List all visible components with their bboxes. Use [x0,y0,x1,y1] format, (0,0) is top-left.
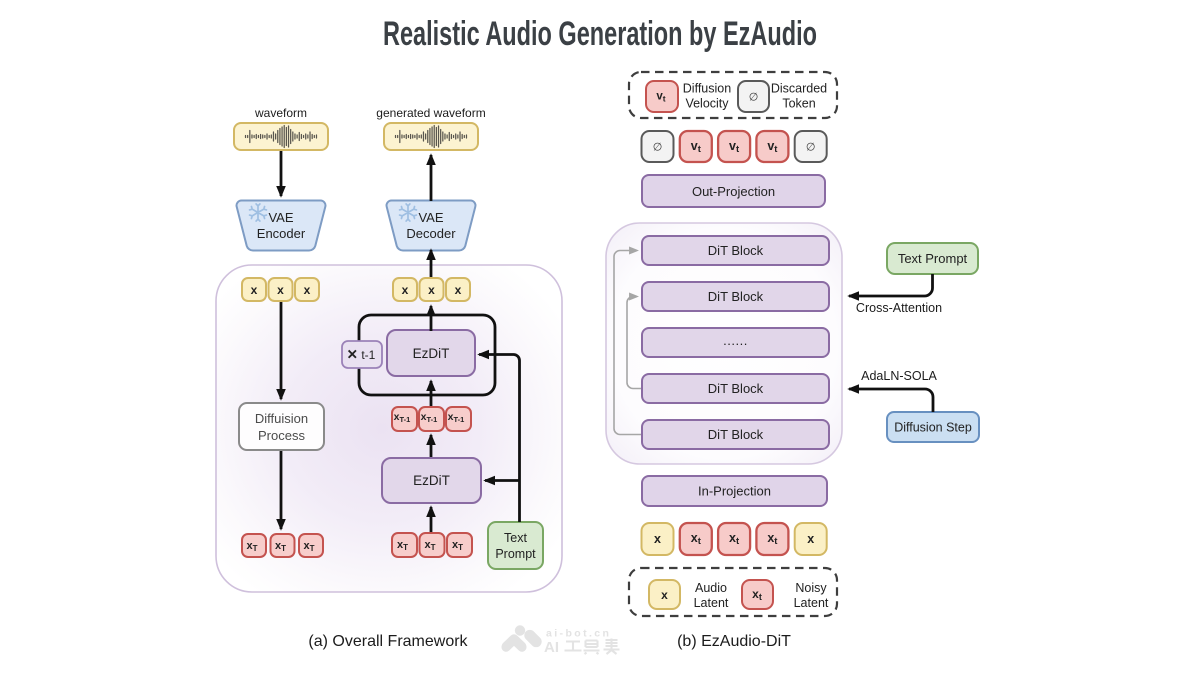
svg-text:vt: vt [691,139,702,155]
svg-text:x: x [277,283,284,297]
svg-text:Cross-Attention: Cross-Attention [856,301,942,315]
svg-text:AI: AI [544,639,559,656]
svg-text:∅: ∅ [653,142,663,154]
svg-text:VAE: VAE [268,210,293,225]
svg-text:Velocity: Velocity [685,97,729,111]
svg-text:Token: Token [782,97,815,111]
svg-text:Noisy: Noisy [795,581,827,595]
svg-text:In-Projection: In-Projection [698,484,771,499]
svg-text:x: x [251,283,258,297]
svg-text:xT: xT [424,539,435,552]
svg-text:vt: vt [729,139,740,155]
svg-text:waveform: waveform [254,106,307,120]
svg-text:xT: xT [397,539,408,552]
svg-text:x: x [304,283,311,297]
svg-text:xT: xT [452,539,463,552]
svg-text:Process: Process [258,428,305,443]
svg-text:x: x [654,532,661,546]
svg-text:DiT Block: DiT Block [708,427,764,442]
svg-text:(b) EzAudio-DiT: (b) EzAudio-DiT [677,633,791,650]
svg-text:DiT Block: DiT Block [708,243,764,258]
svg-text:......: ...... [723,333,748,348]
svg-text:x: x [807,532,814,546]
svg-text:EzDiT: EzDiT [413,473,450,488]
svg-text:xT-1: xT-1 [421,411,438,424]
svg-text:Diffusion Step: Diffusion Step [894,421,972,435]
svg-text:ai-bot.cn: ai-bot.cn [546,628,611,640]
svg-text:Realistic Audio Generation by: Realistic Audio Generation by EzAudio [383,15,817,53]
svg-text:✕ t-1: ✕ t-1 [347,347,376,362]
svg-text:Text Prompt: Text Prompt [898,251,968,266]
svg-text:generated waveform: generated waveform [376,106,485,120]
svg-text:Text: Text [504,531,527,545]
svg-text:Out-Projection: Out-Projection [692,184,775,199]
svg-text:EzDiT: EzDiT [413,346,450,361]
svg-text:∅: ∅ [806,142,816,154]
svg-text:Latent: Latent [694,596,729,610]
svg-text:xt: xt [691,531,702,547]
svg-text:∅: ∅ [749,92,759,104]
svg-text:Diffusion: Diffusion [683,82,731,96]
svg-text:Encoder: Encoder [257,226,306,241]
svg-text:x: x [428,283,435,297]
svg-text:xt: xt [752,587,762,602]
svg-text:vt: vt [767,139,778,155]
svg-text:xT-1: xT-1 [448,411,465,424]
svg-text:DiT Block: DiT Block [708,381,764,396]
svg-text:x: x [455,283,462,297]
svg-text:Latent: Latent [794,596,829,610]
svg-text:xt: xt [767,531,778,547]
svg-text:AdaLN-SOLA: AdaLN-SOLA [861,369,937,383]
svg-text:xT: xT [246,540,257,553]
svg-text:vt: vt [656,91,665,104]
svg-text:(a) Overall Framework: (a) Overall Framework [308,633,468,650]
svg-text:DiT Block: DiT Block [708,289,764,304]
svg-text:xT-1: xT-1 [394,411,411,424]
svg-text:Diffuision: Diffuision [255,411,308,426]
svg-text:xt: xt [729,531,740,547]
svg-text:xT: xT [275,540,286,553]
svg-text:Prompt: Prompt [495,547,536,561]
svg-text:Discarded: Discarded [771,82,827,96]
svg-text:VAE: VAE [418,210,443,225]
svg-text:x: x [661,588,668,602]
svg-text:Audio: Audio [695,581,727,595]
svg-text:Decoder: Decoder [406,226,456,241]
svg-text:x: x [402,283,409,297]
svg-text:xT: xT [303,540,314,553]
